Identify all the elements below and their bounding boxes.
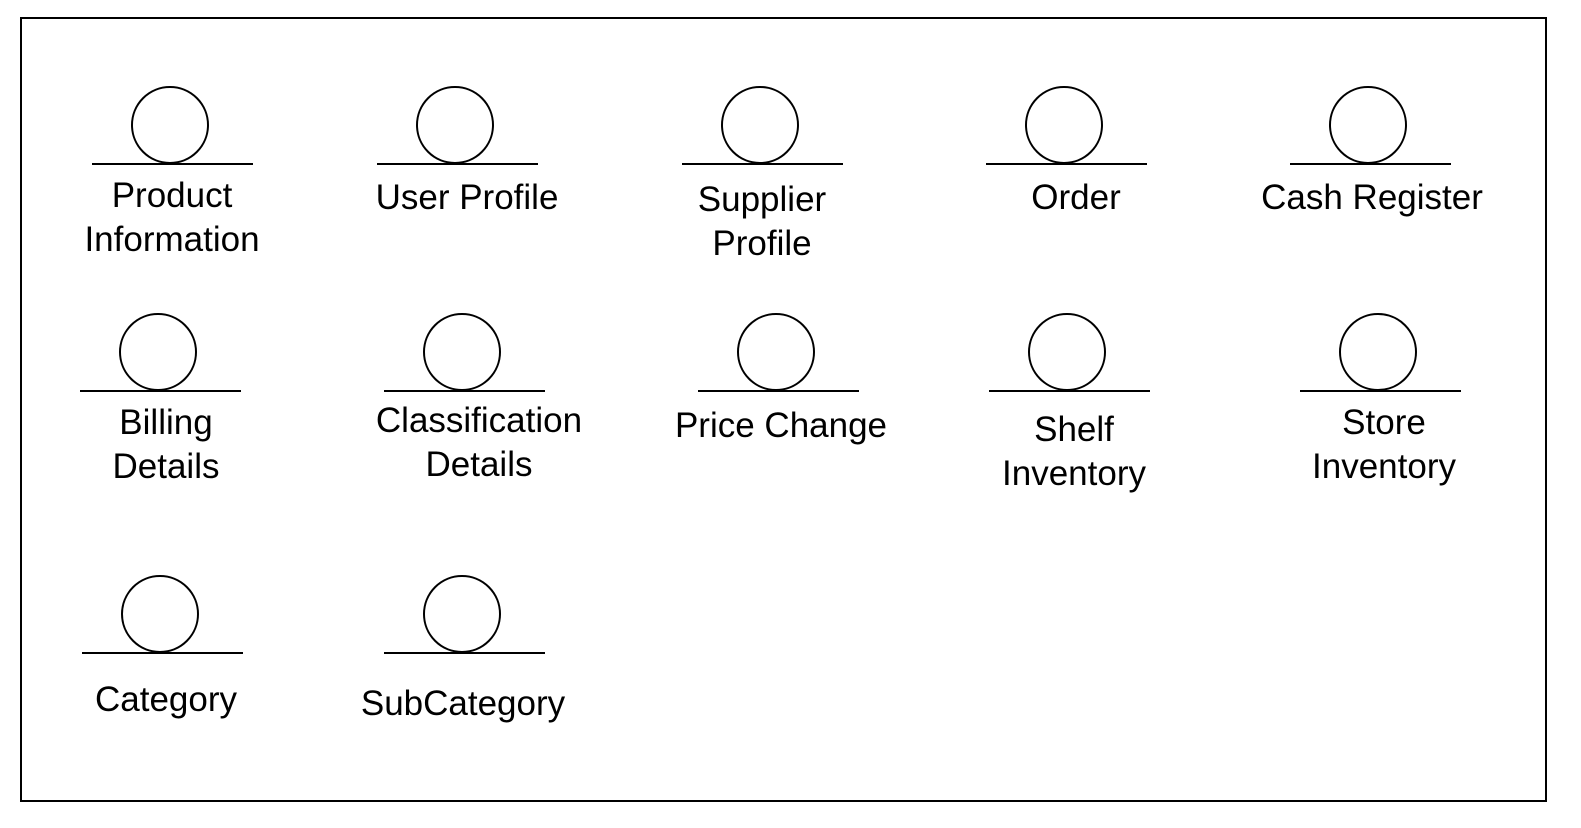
- entity-label: Supplier Profile: [697, 180, 827, 263]
- entity-object-icon: [989, 313, 1150, 392]
- entity-label: Cash Register: [1261, 178, 1483, 217]
- entity-user-profile: User Profile: [347, 86, 587, 286]
- entity-label: SubCategory: [360, 684, 566, 723]
- entity-object-icon: [82, 575, 243, 654]
- diagram-frame: [20, 17, 1547, 802]
- entity-billing-details: Billing Details: [46, 313, 286, 513]
- entity-object-icon: [377, 86, 538, 165]
- entity-label: Classification Details: [375, 401, 583, 484]
- entity-shelf-inventory: Shelf Inventory: [954, 313, 1194, 513]
- entity-object-icon: [384, 575, 545, 654]
- entity-object-icon: [384, 313, 545, 392]
- entity-store-inventory: Store Inventory: [1264, 313, 1504, 513]
- entity-object-icon: [682, 86, 843, 165]
- entity-object-icon: [80, 313, 241, 392]
- entity-label: Category: [94, 680, 238, 719]
- entity-label: Price Change: [674, 406, 888, 445]
- entity-product-information: Product Information: [52, 86, 292, 286]
- entity-label: Shelf Inventory: [1002, 410, 1146, 493]
- entity-label: User Profile: [375, 178, 559, 217]
- entity-supplier-profile: Supplier Profile: [642, 86, 882, 286]
- entity-cash-register: Cash Register: [1252, 86, 1492, 286]
- entity-label: Order: [1031, 178, 1121, 217]
- entity-label: Store Inventory: [1312, 403, 1456, 486]
- entity-category: Category: [46, 575, 286, 775]
- entity-order: Order: [956, 86, 1196, 286]
- entity-label: Billing Details: [112, 403, 220, 486]
- entity-subcategory: SubCategory: [343, 575, 583, 775]
- entity-label: Product Information: [84, 176, 260, 259]
- entity-price-change: Price Change: [661, 313, 901, 513]
- entity-object-icon: [698, 313, 859, 392]
- entity-object-icon: [92, 86, 253, 165]
- entity-object-icon: [1300, 313, 1461, 392]
- entity-object-icon: [986, 86, 1147, 165]
- entity-object-icon: [1290, 86, 1451, 165]
- entity-classification-details: Classification Details: [359, 313, 599, 513]
